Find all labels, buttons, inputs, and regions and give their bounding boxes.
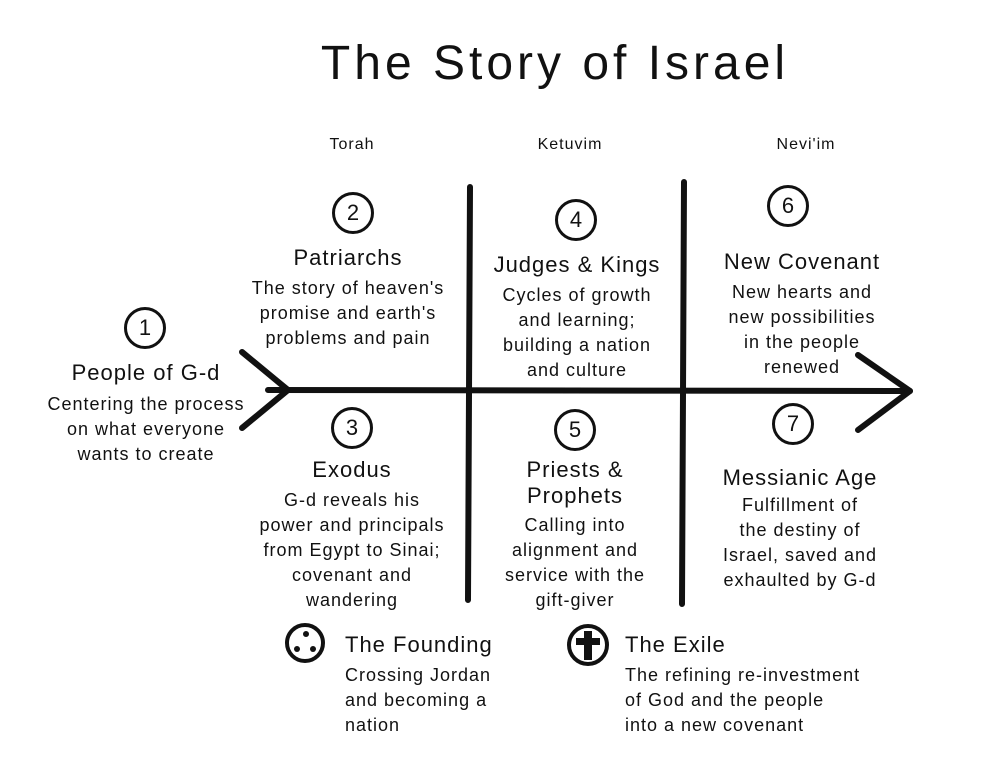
- stage-title: Patriarchs: [293, 245, 403, 270]
- stage-title: Judges & Kings: [493, 252, 661, 277]
- timeline-axis: [265, 387, 913, 394]
- section-torah: Torah: [329, 136, 375, 153]
- section-ketuvim: Ketuvim: [537, 136, 603, 153]
- stage-title: Messianic Age: [722, 465, 878, 490]
- stage-title: People of G-d: [71, 360, 221, 385]
- section-neviim: Nevi'im: [776, 136, 836, 153]
- divider-left: [465, 184, 473, 603]
- stage-number-2: 2: [332, 192, 374, 234]
- founding-title: The Founding: [345, 632, 493, 657]
- exile-title: The Exile: [625, 632, 726, 657]
- stage-number-7: 7: [772, 403, 814, 445]
- start-arrow: [239, 349, 291, 431]
- divider-right: [679, 179, 687, 607]
- page-title: The Story of Israel: [320, 37, 790, 90]
- stage-title: Priests &Prophets: [526, 457, 624, 508]
- stage-title: Exodus: [312, 457, 392, 482]
- cross-circle-icon: [567, 624, 609, 666]
- stage-number-4: 4: [555, 199, 597, 241]
- stage-title: New Covenant: [723, 249, 881, 274]
- stage-number-6: 6: [767, 185, 809, 227]
- end-arrow: [855, 352, 913, 433]
- stage-number-3: 3: [331, 407, 373, 449]
- stage-number-1: 1: [124, 307, 166, 349]
- three-dots-circle-icon: [285, 623, 325, 663]
- stage-number-5: 5: [554, 409, 596, 451]
